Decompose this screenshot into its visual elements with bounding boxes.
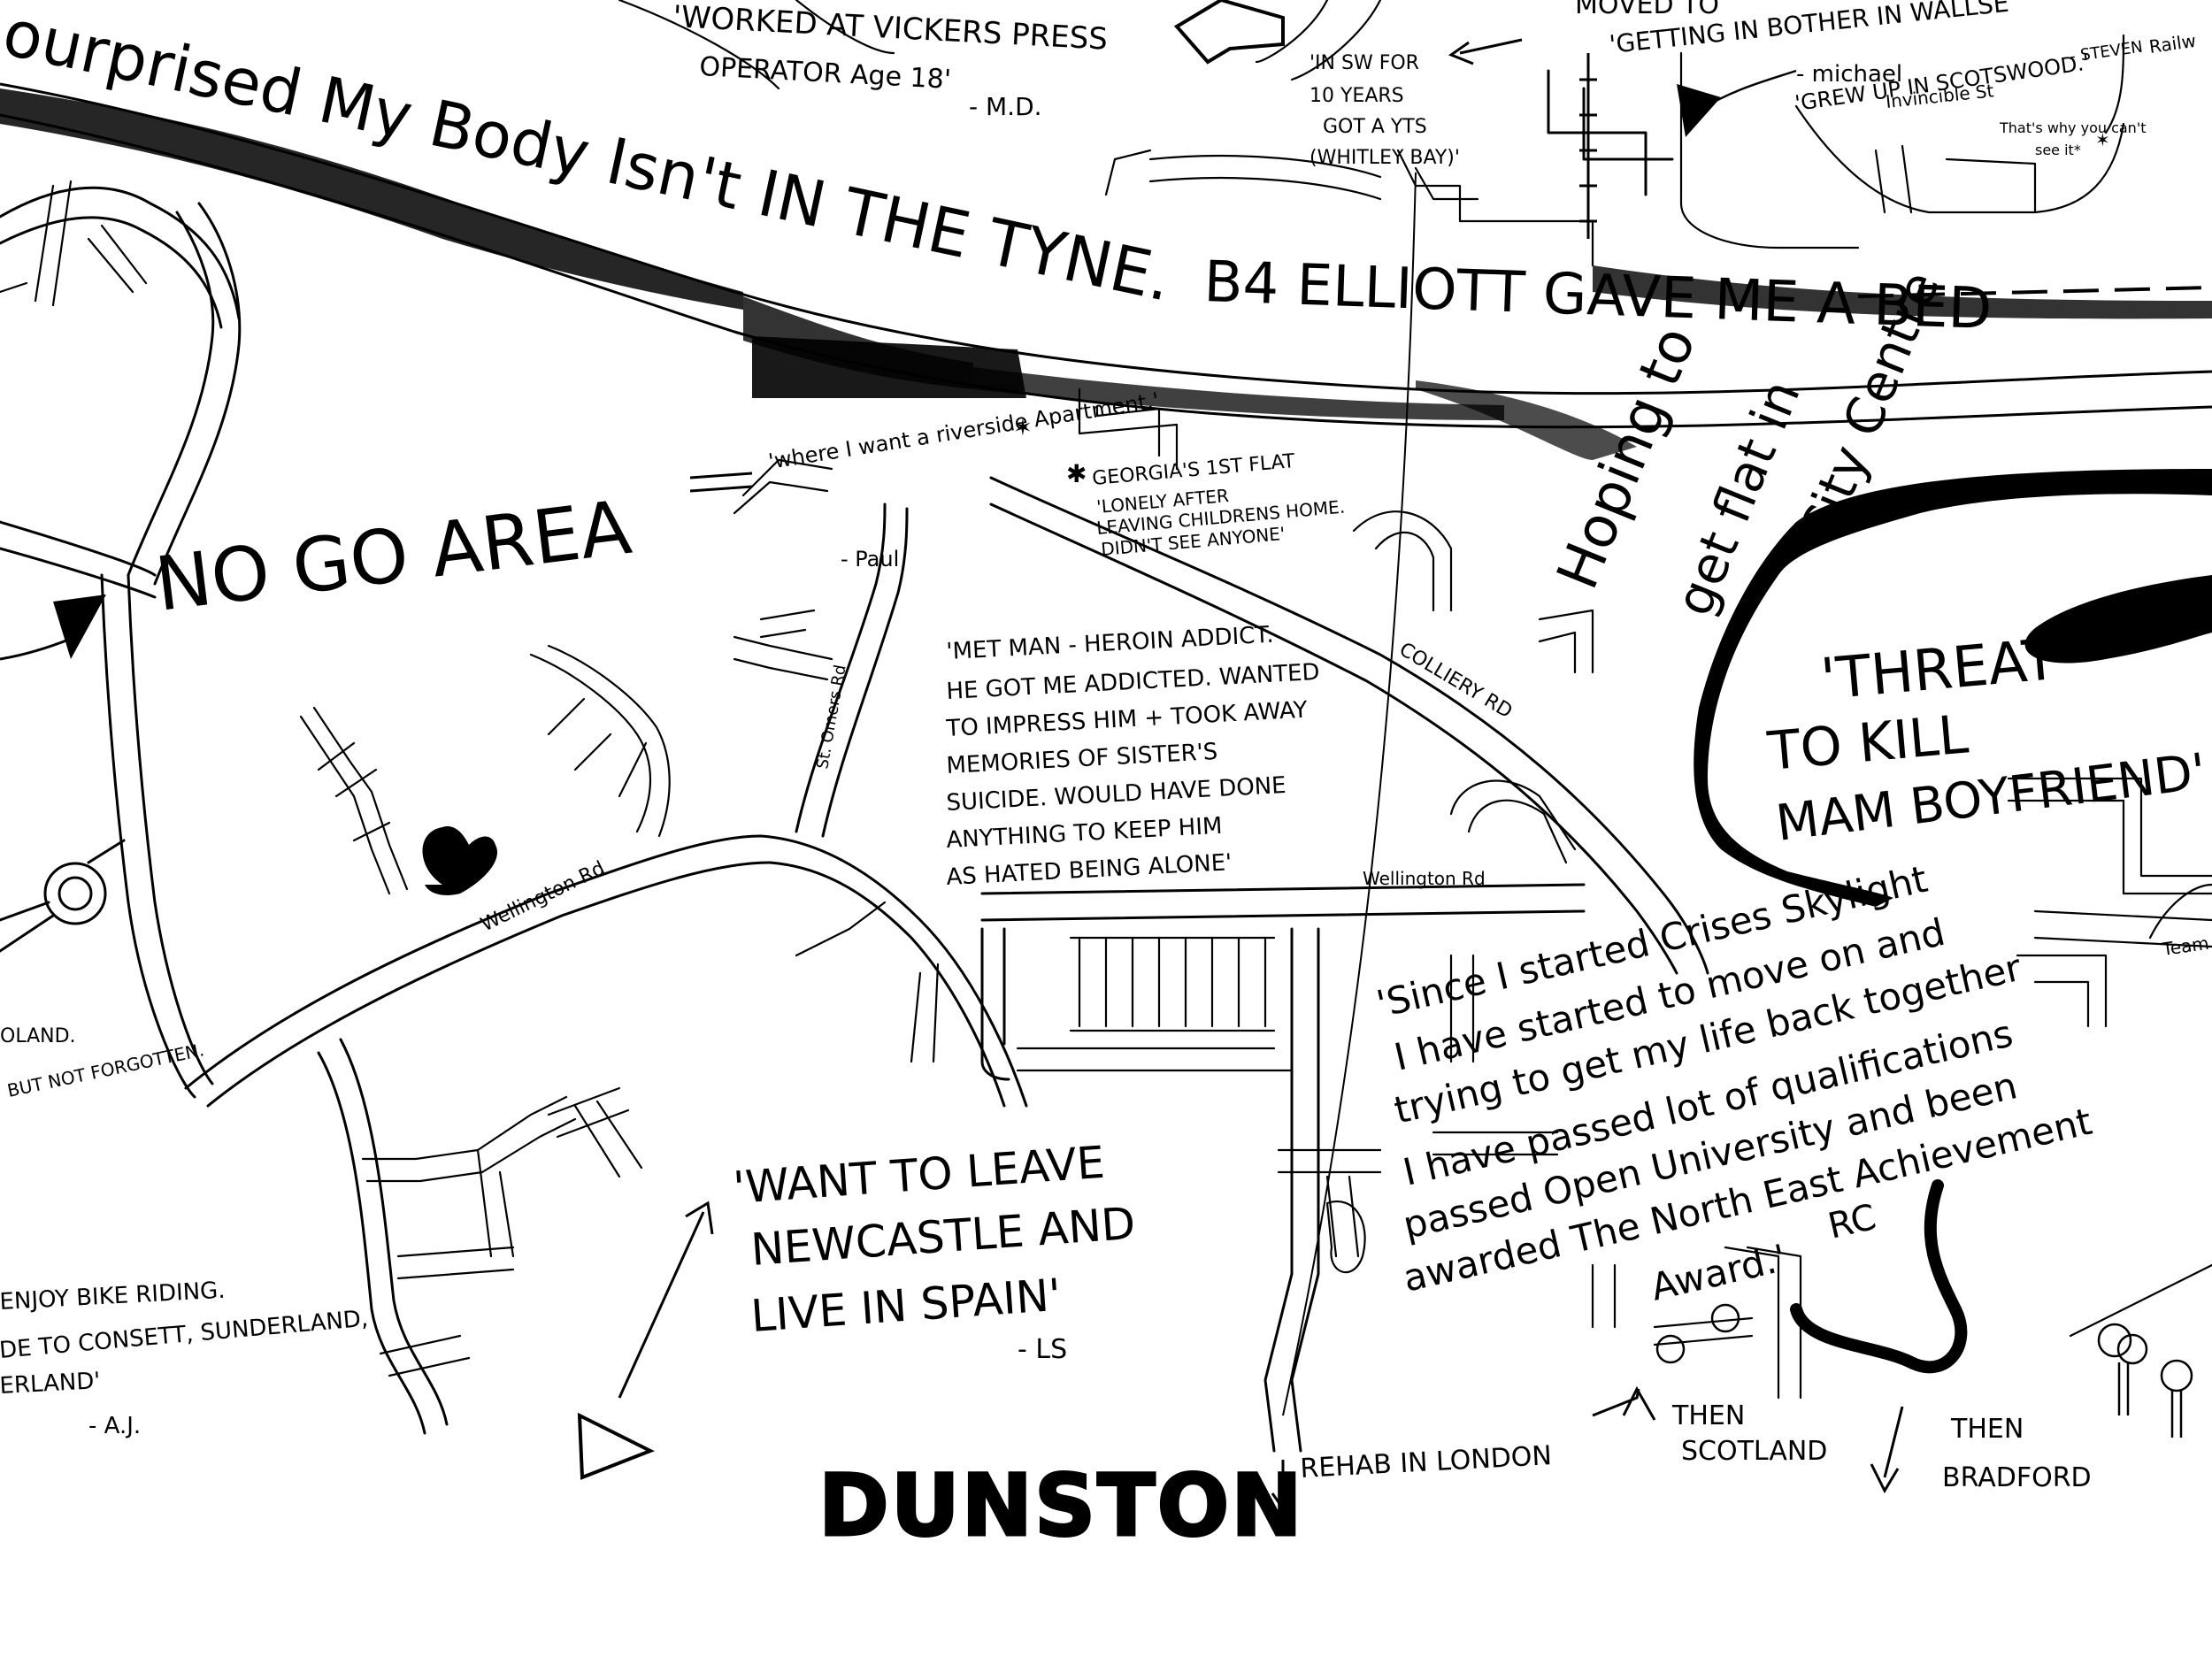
- bike-author: - A.J.: [88, 1413, 141, 1439]
- moved-quote: MOVED TO: [1575, 0, 1719, 20]
- bike-quote: ERLAND': [0, 1368, 101, 1400]
- star-icon: ✶: [2095, 129, 2110, 150]
- river-tyne: [0, 82, 2212, 460]
- street-label-wellington-rd: Wellington Rd: [1363, 868, 1486, 889]
- star-icon: ✶: [1013, 415, 1033, 441]
- river-team: [1694, 469, 2212, 1374]
- arrow-down-icon: [1870, 1406, 1904, 1494]
- sw-quote: (WHITLEY BAY)': [1310, 147, 1460, 169]
- arrow-up-icon: [1592, 1385, 1656, 1421]
- scotswood-note: see it*: [2035, 142, 2081, 158]
- moved-author: - michael: [1796, 61, 1902, 88]
- map-symbols: ✶ ✱ ✶: [0, 0, 2110, 1511]
- scotland-note: THEN: [1671, 1400, 1745, 1431]
- bradford-note: THEN: [1950, 1414, 2024, 1445]
- arrow-up-icon: [618, 1201, 714, 1399]
- route-line: [1282, 172, 1417, 1416]
- heart-icon: [422, 826, 497, 895]
- trees: [2097, 1323, 2193, 1438]
- triangle-outline-icon: [577, 1412, 655, 1480]
- place-label-dunston: DUNSTON: [818, 1456, 1304, 1555]
- scotswood-note: That's why you can't: [1999, 119, 2147, 136]
- sw-quote: 'IN SW FOR: [1310, 52, 1419, 74]
- sw-quote: 10 YEARS: [1310, 85, 1404, 107]
- scotland-note: SCOTLAND: [1681, 1436, 1827, 1467]
- arrow-left-icon: [1448, 38, 1523, 65]
- star-icon: ✱: [1066, 459, 1087, 488]
- triangle-marker-icon: [53, 595, 106, 659]
- outline-arrow-icon: [1173, 0, 1285, 65]
- spain-author: - LS: [1018, 1334, 1067, 1365]
- arrow-down-icon: [1271, 1460, 1295, 1511]
- crisis-quote: 'Since I started Crises Skylight I have …: [1372, 857, 2095, 1309]
- vickers-author: - M.D.: [969, 92, 1042, 121]
- annotations: NO GO AREA 'where I want a riverside Apa…: [0, 0, 2209, 1493]
- bradford-note: BRADFORD: [1942, 1462, 2092, 1493]
- forgotten-note: OLAND.: [0, 1025, 76, 1047]
- road-network: [0, 0, 2212, 1453]
- sw-quote: GOT A YTS: [1323, 116, 1427, 138]
- riverside-author: - Paul: [841, 547, 899, 572]
